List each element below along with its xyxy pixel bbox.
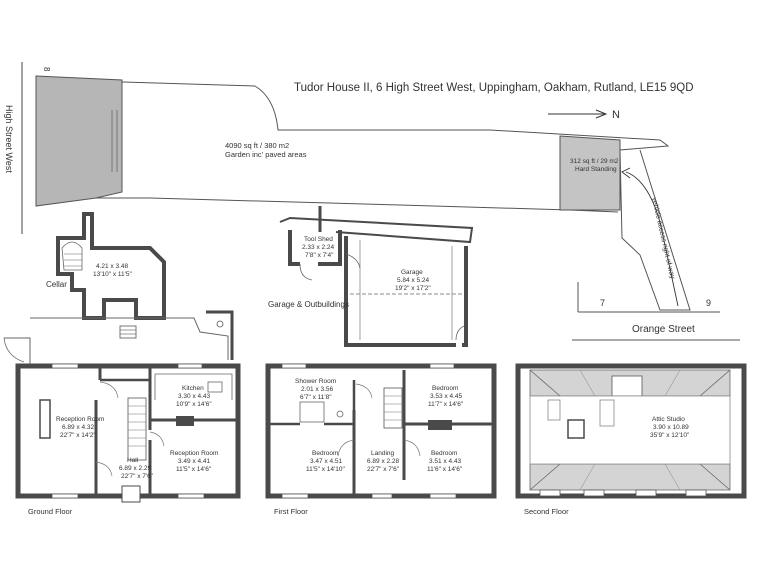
gf-kitchen-label: Kitchen (182, 385, 204, 392)
ff-bedroom-r-dims-imperial: 11'6" x 14'6" (427, 466, 463, 473)
north-label: N (612, 109, 620, 121)
gf-reception2-dims: 3.49 x 4.41 (178, 458, 211, 465)
access-route-curve (625, 171, 679, 307)
garage-dims: 5.84 x 5.24 (397, 277, 430, 284)
ff-bedroom-l-dims: 3.47 x 4.51 (310, 458, 343, 465)
ff-bedroom-r-label: Bedroom (431, 450, 457, 457)
plan-title: Tudor House II, 6 High Street West, Uppi… (294, 82, 694, 94)
tool-shed-dims: 2.33 x 2.24 (302, 244, 335, 251)
sf-attic-label: Attic Studio (652, 416, 685, 423)
ff-shower-label: Shower Room (295, 378, 336, 385)
house-footprint (35, 75, 123, 207)
sf-attic-dims-imperial: 35'9" x 12'10" (650, 432, 690, 439)
house-number-9: 9 (706, 298, 711, 308)
second-floor-plan: Attic Studio 3.90 x 10.89 35'9" x 12'10"… (515, 363, 747, 516)
house-number-8: 8 (42, 67, 51, 72)
gf-reception1-dims: 6.89 x 4.32 (62, 424, 95, 431)
gf-kitchen-dims: 3.30 x 4.43 (178, 393, 211, 400)
first-floor-label: First Floor (274, 507, 308, 516)
hard-standing-area (559, 135, 621, 211)
access-right-of-way-label: vehicle access right of way (650, 197, 676, 280)
ff-landing-dims: 6.89 x 2.28 (367, 458, 400, 465)
ground-floor-label: Ground Floor (28, 507, 73, 516)
plot-boundary (121, 81, 691, 311)
gf-reception1-dims-imperial: 22'7" x 14'2" (60, 432, 96, 439)
cellar-plan: 4.21 x 3.48 13'10" x 11'5" Cellar (46, 212, 166, 320)
cellar-dims-imperial: 13'10" x 11'5" (93, 271, 132, 278)
second-floor-label: Second Floor (524, 507, 569, 516)
garden-area-note: Garden inc' paved areas (225, 150, 307, 159)
hard-standing-size: 312 sq ft / 29 m2 (570, 158, 619, 165)
gf-reception2-dims-imperial: 11'5" x 14'6" (176, 466, 212, 473)
site-plan: High Street West 8 6 4 312 sq ft / 29 m2… (4, 62, 740, 341)
ff-bedroom-tr-label: Bedroom (432, 385, 458, 392)
street-label-orange-street: Orange Street (632, 324, 695, 335)
ff-bedroom-l-dims-imperial: 11'5" x 14'10" (306, 466, 345, 473)
tool-shed-label: Tool Shed (304, 236, 333, 243)
ff-shower-dims: 2.01 x 3.56 (301, 386, 334, 393)
ground-floor-plan: Reception Room 6.89 x 4.32 22'7" x 14'2"… (3, 310, 241, 516)
gf-hall-dims-imperial: 22'7" x 7'6" (121, 473, 154, 480)
hard-standing-label: Hard Standing (575, 166, 617, 173)
ff-bedroom-r-dims: 3.51 x 4.43 (429, 458, 462, 465)
ff-bedroom-tr-dims-imperial: 11'7" x 14'6" (428, 401, 464, 408)
first-floor-plan: Shower Room 2.01 x 3.56 6'7" x 11'8" Bed… (265, 363, 497, 516)
cellar-label: Cellar (46, 280, 67, 289)
tool-shed-dims-imperial: 7'8" x 7'4" (305, 252, 334, 259)
garden-area-size: 4090 sq ft / 380 m2 (225, 141, 289, 150)
gf-reception1-label: Reception Room (56, 416, 104, 423)
gf-hall-dims: 6.89 x 2.29 (119, 465, 152, 472)
garage-plan: Tool Shed 2.33 x 2.24 7'8" x 7'4" Garage… (268, 206, 474, 347)
ff-landing-dims-imperial: 22'7" x 7'6" (367, 466, 400, 473)
garage-dims-imperial: 19'2" x 17'2" (395, 285, 431, 292)
gf-reception2-label: Reception Room (170, 450, 218, 457)
gf-hall-label: Hall (127, 457, 139, 464)
garage-label: Garage (401, 269, 423, 276)
house-number-7: 7 (600, 298, 605, 308)
sf-attic-dims: 3.90 x 10.89 (653, 424, 689, 431)
street-label-high-street-west: High Street West (4, 105, 14, 173)
north-arrow: N (548, 109, 620, 121)
ff-bedroom-l-label: Bedroom (312, 450, 338, 457)
ff-landing-label: Landing (371, 450, 395, 457)
cellar-dims: 4.21 x 3.48 (96, 263, 129, 270)
ff-shower-dims-imperial: 6'7" x 11'8" (300, 394, 332, 401)
gf-kitchen-dims-imperial: 10'9" x 14'6" (176, 401, 212, 408)
garage-outbuildings-label: Garage & Outbuildings (268, 300, 349, 309)
ff-bedroom-tr-dims: 3.53 x 4.45 (430, 393, 463, 400)
